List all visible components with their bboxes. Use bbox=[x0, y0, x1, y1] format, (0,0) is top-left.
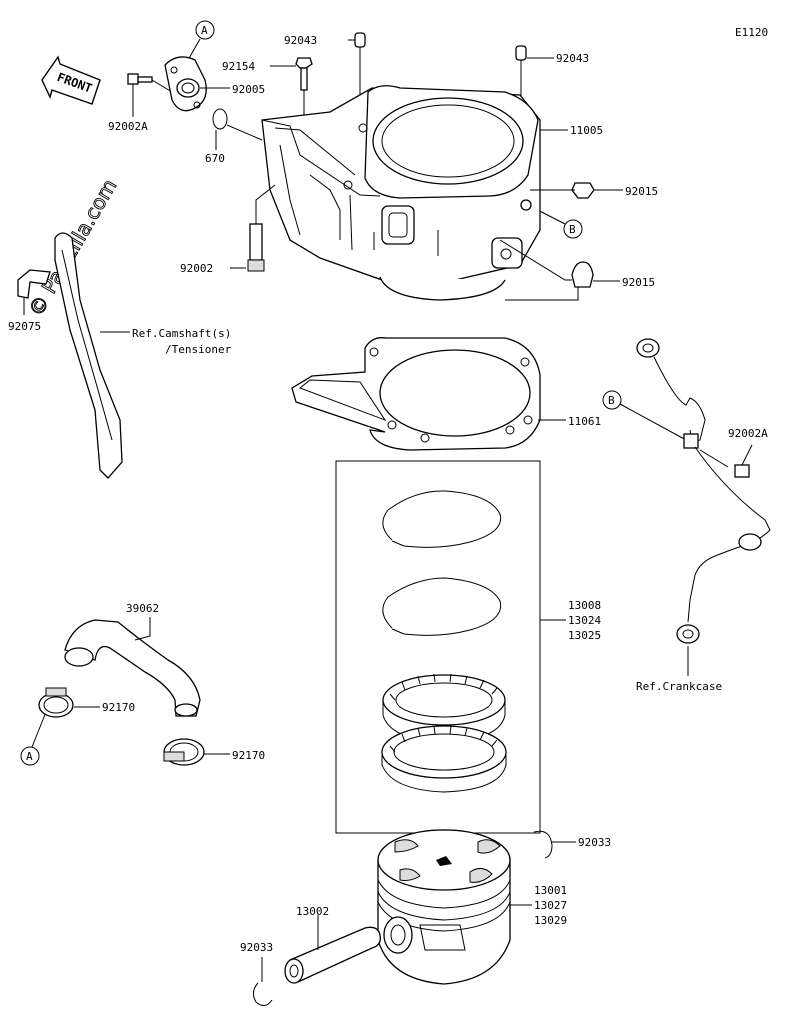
svg-text:92002A: 92002A bbox=[728, 427, 768, 440]
svg-text:92015: 92015 bbox=[625, 185, 658, 198]
cap-nut-92015-bottom: 92015 bbox=[499, 239, 655, 301]
svg-text:92170: 92170 bbox=[232, 749, 265, 762]
reed-valve-cover-92005: 92005 bbox=[164, 56, 265, 112]
piston-13001: 13001 13027 13029 bbox=[377, 829, 567, 985]
svg-text:39062: 39062 bbox=[126, 602, 159, 615]
cap-nut-92015-top: 92015 bbox=[530, 182, 658, 199]
svg-text:13024: 13024 bbox=[568, 614, 601, 627]
svg-text:92033: 92033 bbox=[240, 941, 273, 954]
svg-text:Ref.Crankcase: Ref.Crankcase bbox=[636, 680, 722, 693]
svg-text:92043: 92043 bbox=[556, 52, 589, 65]
svg-text:11005: 11005 bbox=[570, 124, 603, 137]
snap-ring-92033-left: 92033 bbox=[240, 941, 273, 1006]
svg-text:92170: 92170 bbox=[102, 701, 135, 714]
svg-text:92002: 92002 bbox=[180, 262, 213, 275]
svg-text:A: A bbox=[201, 24, 208, 37]
front-arrow-icon: FRONT bbox=[41, 55, 101, 105]
svg-text:13001: 13001 bbox=[534, 884, 567, 897]
bolt-92002a-top: 92002A bbox=[108, 73, 173, 133]
hose-clamp-92170-b: 92170 bbox=[163, 738, 265, 766]
callout-b-left: B bbox=[602, 390, 689, 442]
svg-text:A: A bbox=[26, 750, 33, 763]
svg-text:92043: 92043 bbox=[284, 34, 317, 47]
o-ring-670: 670 bbox=[205, 108, 263, 165]
svg-text:B: B bbox=[569, 223, 576, 236]
svg-text:92005: 92005 bbox=[232, 83, 265, 96]
svg-text:/Tensioner: /Tensioner bbox=[165, 343, 232, 356]
diagram-code: E1120 bbox=[735, 26, 768, 39]
svg-text:Ref.Camshaft(s): Ref.Camshaft(s) bbox=[132, 327, 231, 340]
bolt-92002: 92002 bbox=[180, 184, 276, 275]
svg-text:92015: 92015 bbox=[622, 276, 655, 289]
cam-chain-guide: Ref.Camshaft(s) /Tensioner bbox=[54, 232, 232, 479]
oil-pipe-assembly: Ref.Crankcase bbox=[636, 338, 771, 693]
svg-text:13027: 13027 bbox=[534, 899, 567, 912]
cylinder-head-gasket-11061: 11061 bbox=[291, 337, 601, 451]
svg-text:13002: 13002 bbox=[296, 905, 329, 918]
svg-text:13025: 13025 bbox=[568, 629, 601, 642]
callout-a-top: A bbox=[187, 20, 215, 61]
cylinder-11005: 11005 bbox=[261, 85, 603, 301]
snap-ring-92033-right: 92033 bbox=[533, 830, 611, 859]
bolt-92002a-right: 92002A bbox=[699, 427, 768, 478]
svg-text:11061: 11061 bbox=[568, 415, 601, 428]
piston-ring-set-box: 13008 13024 13025 bbox=[335, 460, 601, 834]
svg-text:92154: 92154 bbox=[222, 60, 255, 73]
hose-39062: 39062 bbox=[64, 602, 201, 717]
callout-a-bottom: A bbox=[20, 711, 47, 766]
svg-text:92075: 92075 bbox=[8, 320, 41, 333]
guide-clip-92075: 92075 bbox=[8, 269, 51, 333]
svg-text:92002A: 92002A bbox=[108, 120, 148, 133]
hose-clamp-92170-a: 92170 bbox=[38, 687, 135, 718]
svg-text:670: 670 bbox=[205, 152, 225, 165]
svg-text:92033: 92033 bbox=[578, 836, 611, 849]
svg-text:13008: 13008 bbox=[568, 599, 601, 612]
piston-pin-13002: 13002 bbox=[284, 905, 381, 984]
bolt-92154: 92154 bbox=[222, 57, 313, 118]
svg-text:13029: 13029 bbox=[534, 914, 567, 927]
svg-text:B: B bbox=[608, 394, 615, 407]
